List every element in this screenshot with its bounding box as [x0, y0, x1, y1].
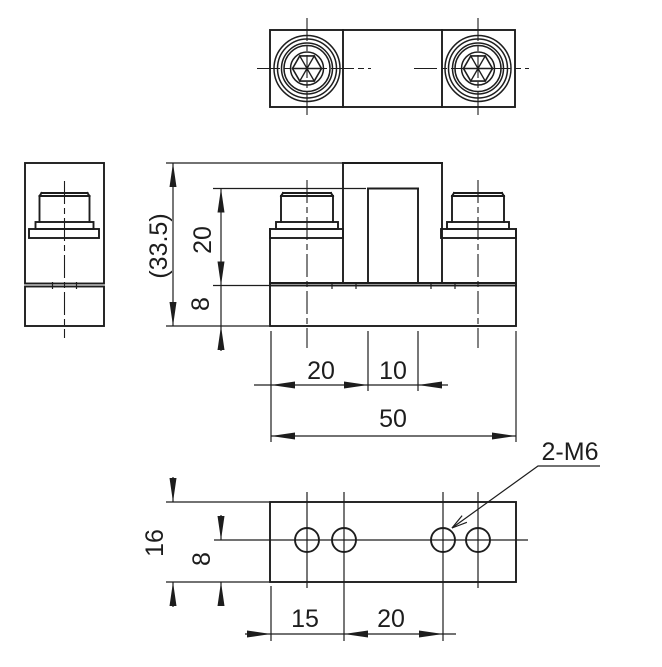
dim-label-hole-offset: 8 — [188, 552, 216, 566]
dim-label-depth: 16 — [141, 529, 169, 557]
dim-label-column-width: 10 — [379, 357, 407, 385]
front-dimensions: (33.5) 20 8 20 10 50 — [145, 162, 517, 442]
dim-label-hole-pitch: 20 — [377, 605, 405, 633]
dim-label-upper-height: 20 — [189, 226, 217, 254]
socket-screw-right-top — [414, 18, 529, 119]
dim-label-base-height: 8 — [187, 297, 215, 311]
dim-depth: 16 — [141, 477, 177, 607]
dim-label-overall-height: (33.5) — [145, 213, 173, 278]
thread-callout: 2-M6 — [451, 438, 600, 529]
socket-screw-left-top — [257, 18, 371, 119]
dim-overall-height: (33.5) — [145, 163, 177, 326]
top-view — [257, 18, 529, 119]
side-view — [24, 162, 105, 338]
bottom-dimensions: 16 8 15 20 2-M6 — [141, 438, 600, 641]
front-view — [269, 162, 517, 348]
dim-hole-positions: 15 20 — [245, 605, 456, 638]
dim-overall-width: 50 — [271, 405, 516, 440]
socket-screw-right-front — [440, 180, 517, 348]
dim-offset-and-column: 20 10 — [254, 357, 448, 389]
thread-callout-label: 2-M6 — [542, 438, 599, 466]
dim-label-offset-width: 20 — [307, 357, 335, 385]
dim-upper-height: 20 8 — [187, 188, 225, 351]
bottom-view — [214, 492, 528, 641]
dim-label-overall-width: 50 — [379, 405, 407, 433]
socket-screw-left-front — [269, 180, 344, 348]
dim-label-edge-to-hole: 15 — [291, 605, 319, 633]
dim-hole-offset: 8 — [188, 515, 225, 606]
